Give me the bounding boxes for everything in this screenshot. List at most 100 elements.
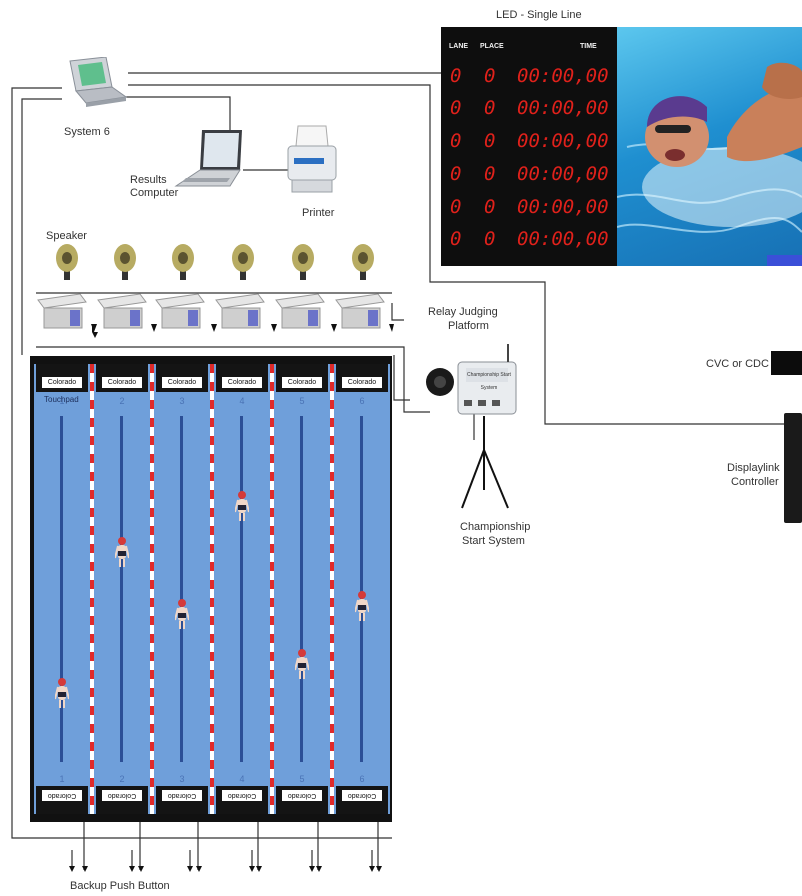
cell-time: 00:00,00 [517,163,609,185]
displaylink-label-2: Controller [731,476,779,488]
cell-place: 0 [484,97,496,119]
touchpad-top: Colorado [336,364,388,392]
cell-place: 0 [484,130,496,152]
system6-label: System 6 [64,126,110,138]
touchpad-top: Colorado [96,364,148,392]
swimmer-figure [175,598,189,629]
wire-left-bus [11,87,392,839]
speaker-icon [232,244,254,280]
touchpad-bottom: Colorado [36,786,88,814]
results-computer-label-1: Results [130,174,167,186]
relay-platform-icon [37,293,98,338]
touchpad-top: Colorado [36,364,88,392]
lane-rope [90,364,94,814]
relay-platforms-row [37,293,394,338]
backup-button-arrow [369,866,375,872]
relay-platform-icon [335,293,385,329]
printer-icon [287,125,337,193]
backup-button-arrow [196,866,202,872]
backup-label: Backup Push Button [70,880,170,892]
start-system-label-2: Start System [462,535,525,547]
touchpad-brand: Colorado [42,790,82,801]
swimmer-figure [355,591,369,622]
cell-place: 0 [484,196,496,218]
touchpad-label: Touchpad [44,395,79,404]
touchpad-top: Colorado [216,364,268,392]
displaylink-controller [784,413,802,523]
relay-platform-icon [97,293,147,329]
speakers-row [56,244,374,280]
lane-center-line [240,416,243,762]
lane-center-line [300,416,303,762]
header-time: TIME [580,43,597,50]
header-place: PLACE [480,43,504,50]
relay-platform-icon [275,293,325,329]
touchpad-top: Colorado [276,364,328,392]
laptop-icon [174,130,242,187]
lane-number-top: 1 [59,396,65,406]
lane-number-bottom: 3 [179,774,185,784]
system6-icon [69,57,128,107]
start-system-label-1: Championship [460,521,531,533]
cell-lane: 0 [450,97,462,119]
lane-rope [330,364,334,814]
touchpad-brand: Colorado [42,377,82,388]
swimmer-figure [235,490,249,521]
lane-rope [270,364,274,814]
swimmer-photo [617,27,802,266]
backup-button-arrow [129,866,135,872]
touchpad-brand: Colorado [162,790,202,801]
cell-lane: 0 [450,65,462,87]
lane-number-bottom: 5 [299,774,305,784]
cell-lane: 0 [450,196,462,218]
backup-button-arrow [249,866,255,872]
speaker-icon [114,244,136,280]
cell-lane: 0 [450,130,462,152]
cell-lane: 0 [450,228,462,250]
displaylink-label-1: Displaylink [727,462,780,474]
lane-number-bottom: 2 [119,774,125,784]
header-lane: LANE [449,43,469,50]
wire-relay-bus [36,346,430,413]
lane-number-bottom: 6 [359,774,365,784]
backup-button-arrow [187,866,193,872]
touchpad-brand: Colorado [102,790,142,801]
touchpad-bottom: Colorado [156,786,208,814]
speaker-icon [292,244,314,280]
relay-label-2: Platform [448,320,489,332]
swimmer-figure [55,677,69,708]
touchpad-brand: Colorado [162,377,202,388]
lane-center-line [180,416,183,762]
cell-time: 00:00,00 [517,65,609,87]
wire-relay-end [391,303,404,321]
cvc-device [771,351,802,375]
backup-button-wires [71,822,379,870]
lane-rope [150,364,154,814]
scoreboard-title: LED - Single Line [496,9,582,21]
scoreboard-row: 0 0 00:00,00 [441,196,617,218]
touchpad-bottom: Colorado [336,786,388,814]
lane-center-line [360,416,363,762]
touchpad-brand: Colorado [282,790,322,801]
wire-left-bus-2 [21,98,62,355]
relay-arrows [91,324,394,332]
cell-place: 0 [484,228,496,250]
cell-place: 0 [484,65,496,87]
touchpad-bottom: Colorado [96,786,148,814]
swimmer-figure [115,537,129,568]
backup-button-arrow [138,866,144,872]
backup-button-arrow [309,866,315,872]
touchpad-brand: Colorado [282,377,322,388]
speaker-label: Speaker [46,230,87,242]
lane-number-top: 3 [179,396,185,406]
touchpad-brand: Colorado [342,377,382,388]
relay-platform-icon [215,293,265,329]
cell-time: 00:00,00 [517,196,609,218]
cell-time: 00:00,00 [517,228,609,250]
